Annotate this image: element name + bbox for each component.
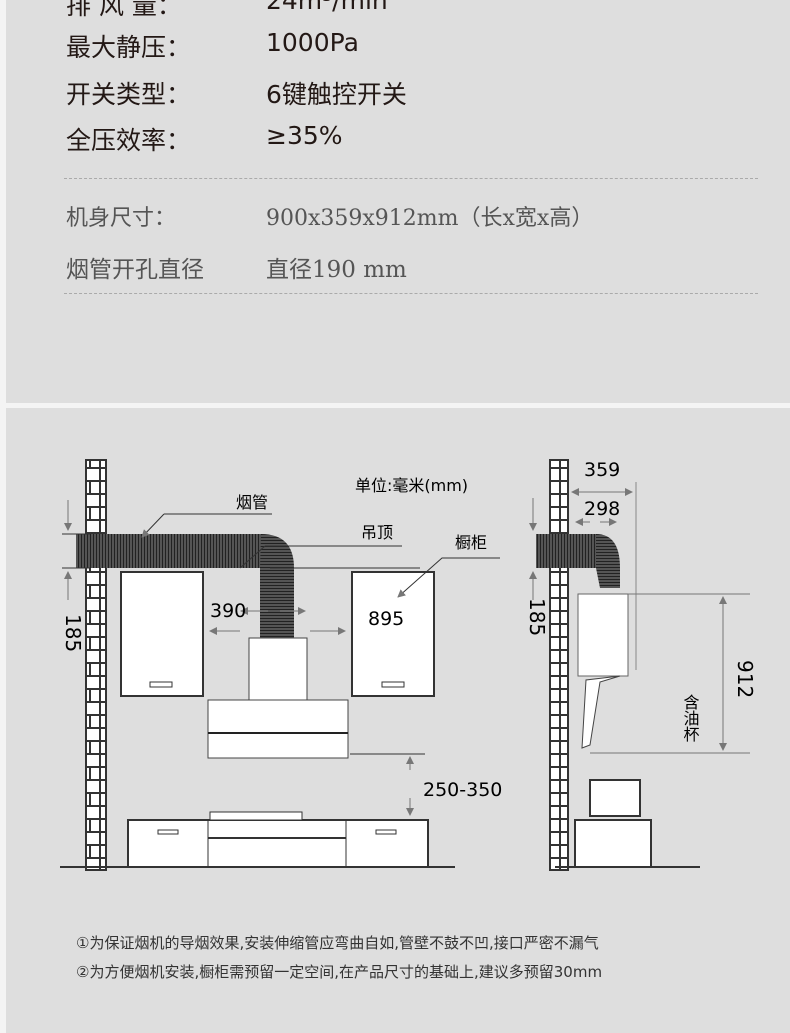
dim-250-350: 250-350: [423, 779, 502, 801]
spec-value: 1000Pa: [266, 28, 359, 57]
dim-895: 895: [368, 608, 404, 630]
wall-cabinet-right: [351, 571, 435, 697]
dim-390: 390: [210, 600, 246, 622]
spec-value: ≥35%: [266, 121, 343, 150]
left-wall: [85, 459, 107, 871]
duct-elbow: [260, 534, 294, 638]
cabinet-label: 橱柜: [455, 533, 487, 552]
size-value: 900x359x912mm（长x宽x高）: [266, 206, 594, 231]
dim-912: 912: [733, 660, 757, 698]
install-note-2: ②为方便烟机安装,橱柜需预留一定空间,在产品尺寸的基础上,建议多预留30mm: [76, 963, 603, 981]
wall-cabinet-left: [120, 571, 204, 697]
pot: [589, 779, 641, 817]
ceiling-label: 吊顶: [361, 523, 393, 542]
spec-label: 最大静压：: [66, 33, 192, 62]
unit-label: 单位:毫米(mm): [355, 476, 468, 495]
gas-stove: [209, 811, 303, 821]
side-cabinet: [574, 819, 652, 868]
duct-horizontal: [76, 534, 261, 568]
install-note-1: ①为保证烟机的导烟效果,安装伸缩管应弯曲自如,管壁不鼓不凹,接口严密不漏气: [76, 934, 599, 952]
dim-185-right: 185: [525, 598, 549, 636]
spec-label: 开关类型：: [66, 80, 192, 109]
hood-side: [577, 593, 629, 677]
oil-cup-label: 含油杯: [681, 694, 700, 742]
duct-label: 烟管: [236, 493, 268, 512]
divider: [64, 293, 758, 294]
spec-panel: 排 风 量： 24m³/min 最大静压： 1000Pa 开关类型： 6键触控开关 全…: [6, 0, 790, 403]
base-cabinet: [127, 819, 429, 868]
size-value: 直径190 mm: [266, 257, 407, 283]
dim-298: 298: [584, 498, 620, 520]
divider: [64, 178, 758, 179]
dim-185-left: 185: [61, 614, 85, 652]
hood-chimney: [248, 637, 308, 701]
right-wall: [549, 459, 569, 871]
hood-body: [207, 699, 349, 759]
size-label: 机身尺寸：: [66, 206, 177, 231]
install-diagram-panel: [6, 408, 790, 1033]
size-label: 烟管开孔直径: [66, 257, 204, 283]
spec-label: 全压效率：: [66, 126, 192, 155]
spec-label: 排 风 量：: [66, 0, 182, 20]
dim-359: 359: [584, 459, 620, 481]
spec-value: 6键触控开关: [266, 80, 407, 109]
spec-value: 24m³/min: [266, 0, 388, 15]
